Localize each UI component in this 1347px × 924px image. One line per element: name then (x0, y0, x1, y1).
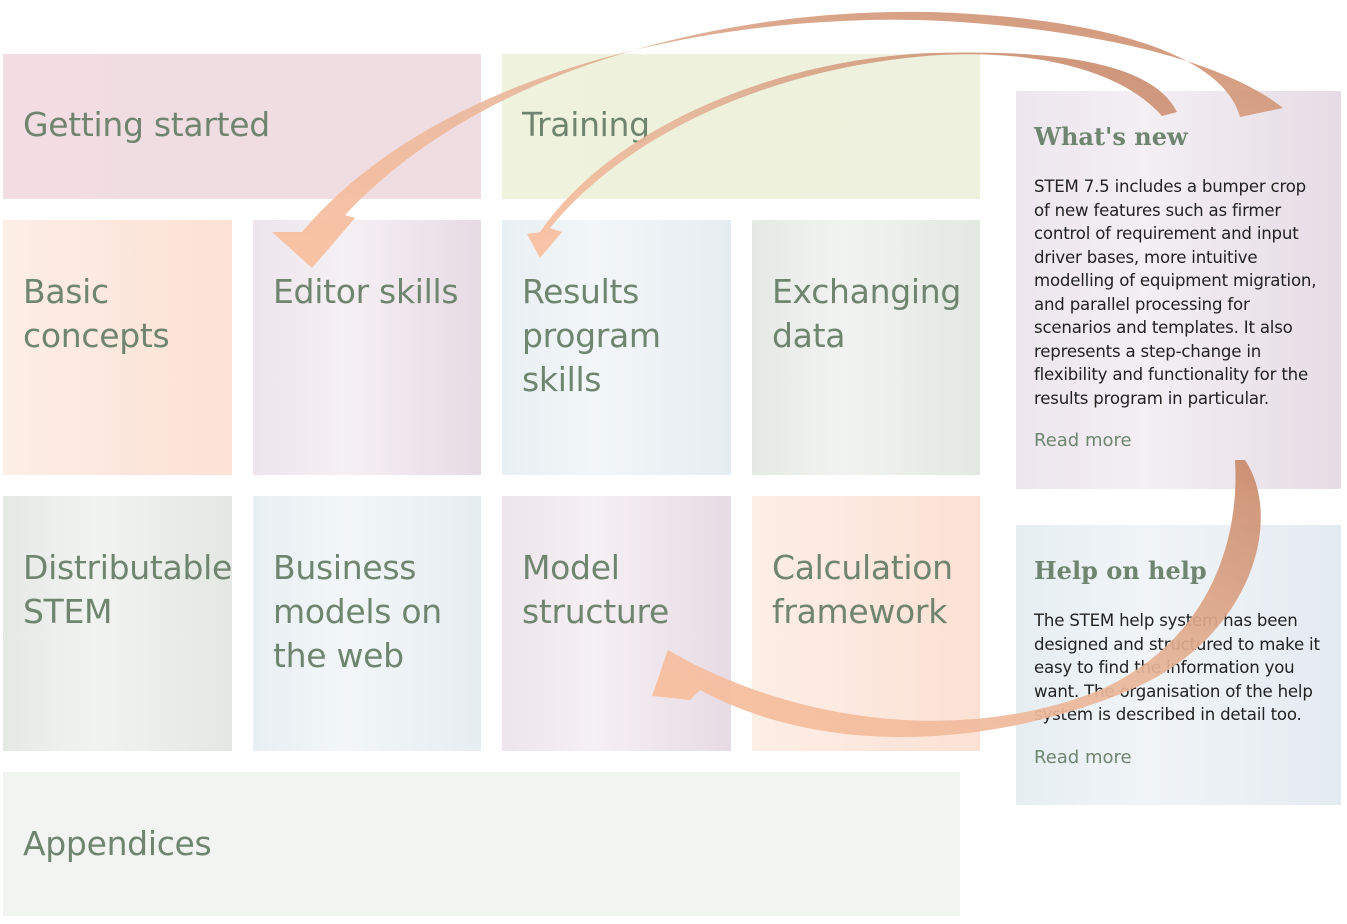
tile-editor-skills[interactable]: Editor skills (253, 220, 481, 475)
tile-training[interactable]: Training (502, 54, 980, 199)
tile-appendices-label: Appendices (23, 824, 212, 863)
tile-business-models-web-line-2: models on (273, 592, 442, 631)
help-on-help-read-more-link[interactable]: Read more (1034, 746, 1132, 768)
tile-getting-started-label: Getting started (23, 105, 270, 144)
tile-exchanging-data-line-2: data (772, 316, 846, 355)
tile-exchanging-data-line-1: Exchanging (772, 272, 961, 311)
whats-new-read-more-link[interactable]: Read more (1034, 430, 1132, 451)
tile-basic-concepts[interactable]: Basic concepts (3, 220, 232, 475)
tile-distributable-stem-line-1: Distributable (23, 548, 232, 587)
tile-results-program-skills-line-1: Results (522, 272, 640, 311)
tile-exchanging-data[interactable]: Exchanging data (752, 220, 980, 475)
help-on-help-title: Help on help (1034, 556, 1207, 585)
tile-results-program-skills-line-3: skills (522, 360, 602, 399)
tile-editor-skills-line-1: Editor skills (273, 272, 459, 311)
tile-training-label: Training (522, 105, 650, 144)
tile-getting-started[interactable]: Getting started (3, 54, 481, 199)
tile-distributable-stem-line-2: STEM (23, 592, 113, 631)
tile-calculation-framework-line-2: framework (772, 592, 948, 631)
tile-results-program-skills-line-2: program (522, 316, 661, 355)
tile-business-models-web-line-1: Business (273, 548, 417, 587)
tile-model-structure-line-1: Model (522, 548, 620, 587)
tile-business-models-web-line-3: the web (273, 636, 404, 675)
tile-model-structure[interactable]: Model structure (502, 496, 731, 751)
help-on-help-panel: Help on help The STEM help system has be… (1016, 525, 1341, 805)
tile-distributable-stem[interactable]: Distributable STEM (3, 496, 232, 751)
tile-calculation-framework-line-1: Calculation (772, 548, 953, 587)
whats-new-panel: What's new STEM 7.5 includes a bumper cr… (1016, 91, 1341, 489)
tile-business-models-web[interactable]: Business models on the web (253, 496, 481, 751)
tile-model-structure-line-2: structure (522, 592, 670, 631)
tile-calculation-framework[interactable]: Calculation framework (752, 496, 980, 751)
whats-new-body: STEM 7.5 includes a bumper crop of new f… (1034, 177, 1317, 408)
tile-appendices[interactable]: Appendices (3, 772, 960, 916)
help-on-help-body: The STEM help system has been designed a… (1034, 611, 1320, 724)
tile-results-program-skills[interactable]: Results program skills (502, 220, 731, 475)
whats-new-title: What's new (1034, 122, 1188, 151)
tile-basic-concepts-line-1: Basic (23, 272, 109, 311)
tile-basic-concepts-line-2: concepts (23, 316, 170, 355)
